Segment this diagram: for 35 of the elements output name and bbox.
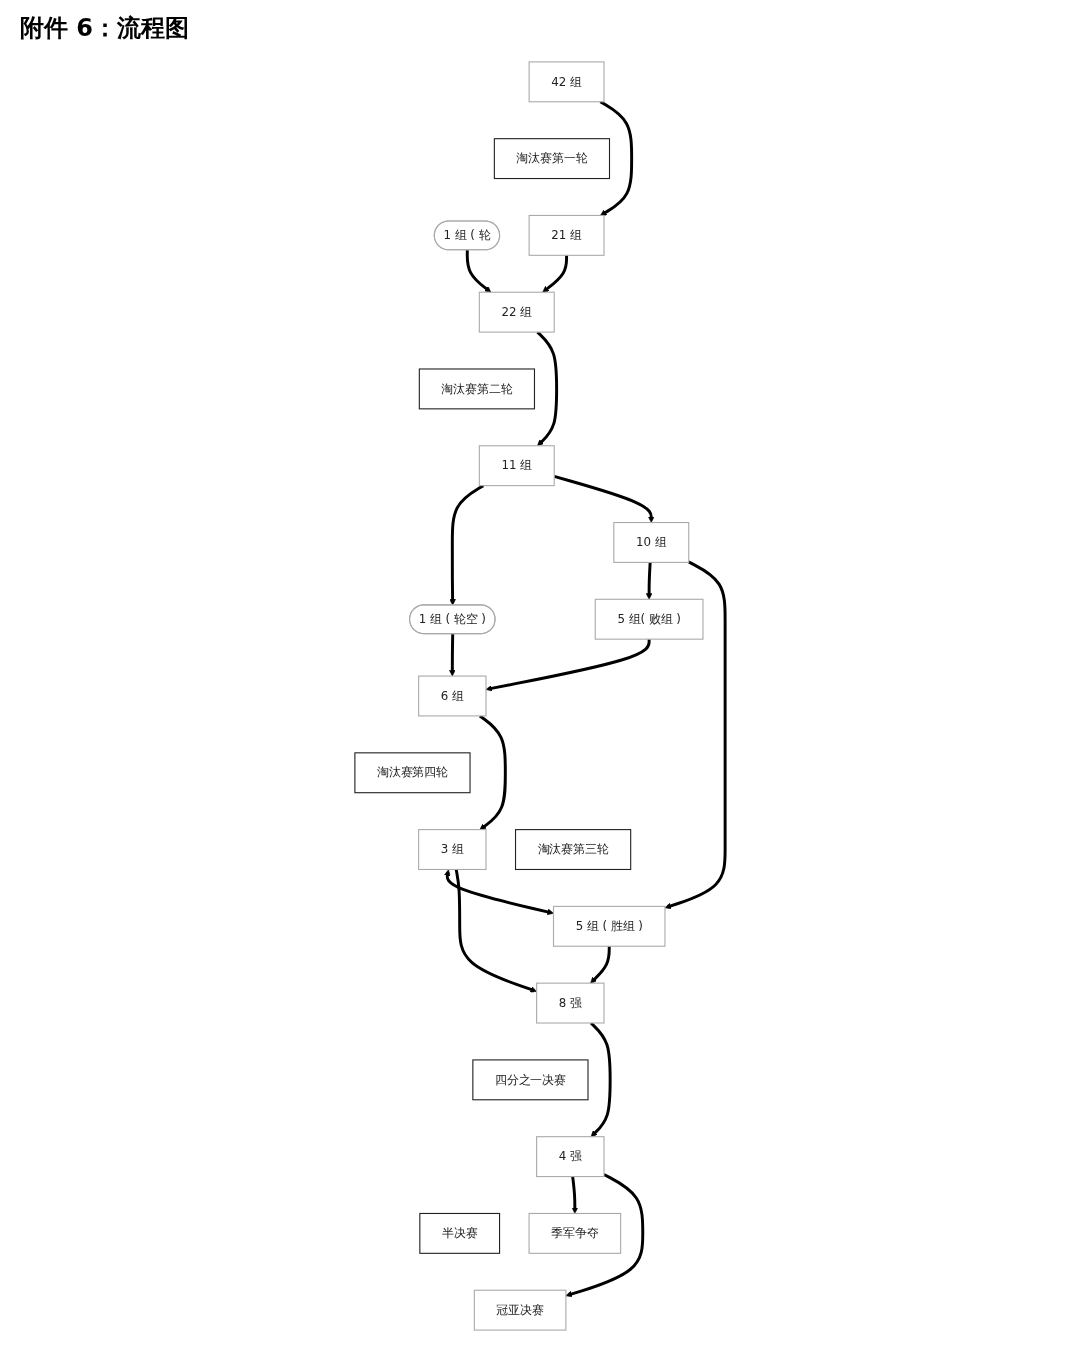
arrow: [449, 484, 485, 606]
arrow: [449, 633, 456, 677]
arrow: [571, 1176, 579, 1214]
arrow: [590, 946, 611, 984]
arrow: [645, 562, 653, 600]
node-box: [594, 598, 704, 640]
node-box: [473, 1289, 567, 1331]
node-box: [613, 521, 690, 563]
node-box: [419, 1212, 501, 1254]
arrow: [479, 714, 507, 830]
arrow: [454, 869, 537, 993]
node-box: [478, 445, 555, 487]
node-box: [493, 138, 611, 180]
node-box: [478, 291, 555, 333]
arrow: [444, 869, 554, 916]
node-box: [354, 752, 471, 794]
diagram-title: 附件 6：流程图: [19, 13, 191, 44]
node-box: [472, 1059, 589, 1101]
node-box: [528, 1212, 622, 1254]
arrow: [565, 1173, 645, 1298]
node-box: [418, 368, 536, 410]
arrow: [536, 331, 559, 447]
arrow: [664, 560, 727, 910]
arrow: [542, 255, 569, 293]
node-box: [418, 829, 487, 871]
node-box: [418, 675, 487, 717]
arrow: [599, 100, 634, 216]
flowchart: 42 组 1 组 ( 轮 淘汰赛第一轮 21 组 22 组 淘汰赛第二轮 11 组 1 组 ( 轮空 ) 10 组 6 组 5 组( 败组 ) 淘汰赛第三轮 淘汰赛第四轮 3 组 5 组 ( 胜组 ) 8 强 四分之一决赛 4 强 半决赛 季军争夺 冠亚决赛: [0, 56, 1080, 1336]
node-box: [528, 214, 605, 256]
node-box: [528, 61, 605, 103]
node-box: [552, 905, 666, 947]
arrow: [465, 250, 492, 293]
node-box: [536, 1136, 605, 1178]
node-box: [536, 982, 605, 1024]
node-box: [514, 829, 632, 871]
